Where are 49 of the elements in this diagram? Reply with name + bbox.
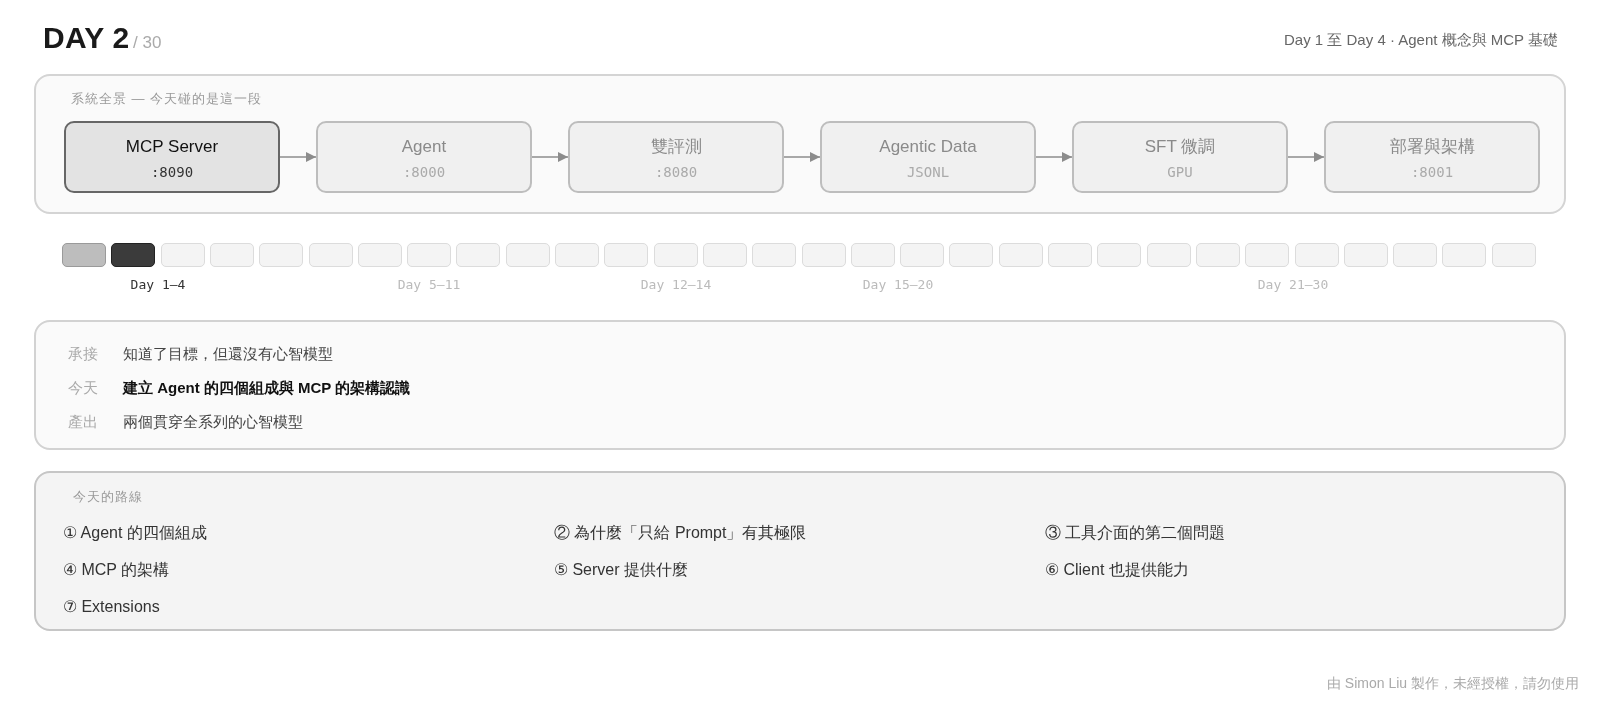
stage-box	[568, 121, 784, 193]
row-label: 承接	[68, 344, 98, 364]
stage-name: Agent	[401, 136, 447, 158]
stage-box	[820, 121, 1036, 193]
stage-detail: JSONL	[906, 163, 950, 181]
stage-name: 部署與架構	[1389, 136, 1475, 158]
row-text: 知道了目標，但還沒有心智模型	[123, 344, 333, 364]
stage-detail: :8001	[1410, 163, 1454, 181]
route-item: ⑥ Client 也提供能力	[1045, 560, 1189, 580]
route-item: ④ MCP 的架構	[63, 560, 170, 580]
page-count: / 30	[133, 33, 162, 53]
stage-detail: :8080	[654, 163, 698, 181]
route-item: ② 為什麼「只給 Prompt」有其極限	[554, 523, 807, 543]
stage-name: 雙評測	[650, 136, 702, 158]
range-label: Day 15–20	[862, 276, 934, 294]
arrow	[279, 152, 317, 162]
stage-name: Agentic Data	[879, 136, 977, 158]
page-title: DAY 2	[43, 21, 130, 55]
stage-detail: GPU	[1167, 163, 1193, 181]
row-text: 兩個貫穿全系列的心智模型	[123, 412, 303, 432]
range-label: Day 1–4	[130, 276, 186, 294]
row-text: 建立 Agent 的四個組成與 MCP 的架構認識	[123, 378, 411, 398]
stage-name: SFT 微調	[1144, 136, 1216, 158]
stage-name: MCP Server	[125, 136, 219, 158]
route-item: ③ 工具介面的第二個問題	[1045, 523, 1226, 543]
credit-note: 由 Simon Liu 製作，未經授權，請勿使用	[1326, 674, 1579, 692]
arrow	[531, 152, 569, 162]
overview-panel	[34, 74, 1566, 214]
stage-box	[1324, 121, 1540, 193]
series-subtitle: Day 1 至 Day 4 · Agent 概念與 MCP 基礎	[1284, 30, 1558, 50]
range-label: Day 5–11	[397, 276, 461, 294]
route-item: ⑤ Server 提供什麼	[554, 560, 688, 580]
route-panel	[34, 471, 1566, 631]
stage-detail: :8090	[150, 163, 194, 181]
row-label: 今天	[68, 378, 98, 398]
row-label: 產出	[68, 412, 98, 432]
route-item: ⑦ Extensions	[63, 597, 160, 617]
stage-detail: :8000	[402, 163, 446, 181]
stage-box	[1072, 121, 1288, 193]
range-label: Day 12–14	[640, 276, 712, 294]
arrow	[1035, 152, 1073, 162]
range-label: Day 21–30	[1257, 276, 1329, 294]
arrow	[1287, 152, 1325, 162]
summary-panel	[34, 320, 1566, 450]
route-item: ① Agent 的四個組成	[63, 523, 207, 543]
stage-box	[316, 121, 532, 193]
arrow	[783, 152, 821, 162]
stage-box	[64, 121, 280, 193]
panel-heading: 今天的路線	[73, 488, 143, 506]
